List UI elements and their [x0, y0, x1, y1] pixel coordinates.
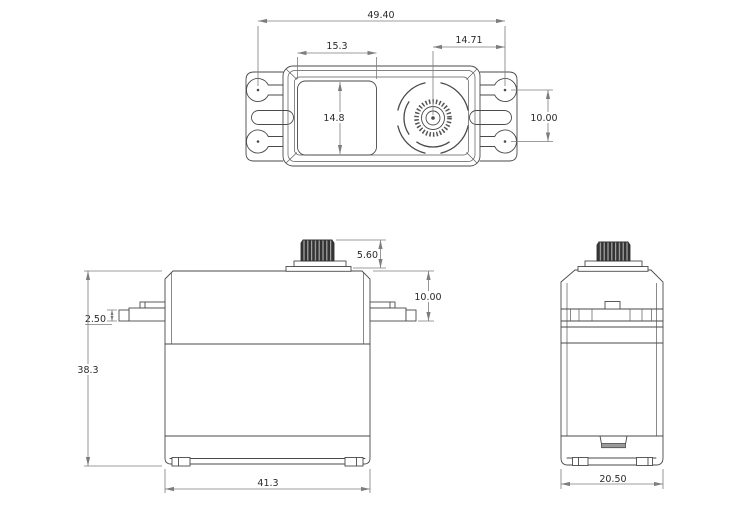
dim-label-mounting-span: 49.40	[367, 10, 394, 21]
side-latch-bar	[601, 443, 626, 449]
front-foot-left	[171, 457, 191, 467]
front-body-inner-walls	[171, 272, 364, 344]
front-view-dimensions: 5.60 10.00 2.50 38.3 41.3	[74, 239, 445, 493]
ext-49-40	[257, 26, 506, 86]
dim-label-shaft-to-hole: 14.71	[455, 35, 482, 46]
top-left-hole-center-lower	[256, 140, 260, 143]
dim-label-body-depth: 20.50	[599, 474, 626, 485]
shaft-inner-arcs	[403, 101, 450, 148]
side-tab-band	[560, 301, 664, 322]
dim-label-tab-thickness: 2.50	[85, 314, 106, 325]
top-left-tab-slot	[251, 110, 294, 125]
front-view: 5.60 10.00 2.50 38.3 41.3	[74, 239, 445, 493]
side-body-outline	[560, 269, 664, 466]
top-window	[297, 80, 377, 156]
shaft-outer-arcs	[397, 82, 469, 154]
dim-label-bg	[528, 112, 561, 123]
side-foot-right	[636, 457, 653, 466]
side-case-seams	[560, 326, 664, 459]
dim-label-window-height: 14.8	[323, 113, 344, 124]
front-feet	[171, 457, 364, 467]
side-tab-band-dividers	[570, 309, 652, 321]
front-right-tab-tip	[405, 309, 417, 322]
front-left-tab-tip	[118, 309, 130, 322]
top-left-tab-hole-lower	[245, 129, 284, 154]
top-body-mid	[287, 70, 476, 162]
dim-label-bg	[318, 112, 349, 123]
front-right-tab	[369, 301, 417, 322]
top-left-tab-outline	[245, 71, 284, 162]
dim-label-body-width: 41.3	[257, 478, 278, 489]
top-body-outer	[282, 65, 481, 167]
side-bottom-latch	[599, 435, 628, 449]
side-flange-upper	[584, 260, 643, 267]
top-right-tab-slot	[469, 110, 512, 125]
top-right-hole-center-lower	[503, 140, 507, 143]
dim-label-body-height: 38.3	[77, 365, 98, 376]
side-view: 20.50	[560, 241, 664, 489]
top-view: 49.40 15.3 14.71 14.8 10.00	[245, 10, 561, 167]
top-right-hole-center-upper	[503, 88, 507, 92]
front-left-tab-bar	[128, 307, 166, 322]
side-feet	[572, 457, 653, 466]
front-body-outline	[164, 270, 371, 465]
shaft-center-dot	[431, 116, 435, 120]
dim-label-bg	[74, 364, 102, 375]
ext-10-00-front	[373, 270, 434, 322]
dim-label-window-width: 15.3	[326, 41, 347, 52]
front-flange-upper	[293, 260, 347, 267]
front-case-seams	[164, 343, 371, 459]
front-left-tab-step	[139, 301, 166, 309]
side-foot-left	[572, 457, 589, 466]
dim-label-bg	[411, 291, 445, 302]
top-body-inner	[294, 76, 469, 156]
side-view-dimensions: 20.50	[560, 469, 664, 489]
dim-label-bg	[597, 473, 629, 483]
side-body-inner-walls	[566, 283, 657, 436]
ext-15-3	[297, 57, 377, 79]
side-tab-notch	[604, 301, 621, 310]
top-right-tab-outline	[479, 71, 518, 162]
top-left-tab-hole-upper	[245, 78, 284, 102]
front-spline-shaft	[300, 239, 335, 262]
side-spline-shaft	[596, 241, 631, 262]
side-flange-lower	[577, 266, 649, 272]
dim-label-hole-pitch: 10.00	[530, 113, 557, 124]
side-latch-outline	[599, 435, 628, 445]
front-flange-lower	[285, 266, 352, 272]
front-right-tab-bar	[369, 307, 407, 322]
dim-label-top-to-tab: 10.00	[414, 292, 441, 303]
side-tab-band-edges	[560, 308, 664, 322]
top-view-dimensions: 49.40 15.3 14.71 14.8 10.00	[257, 10, 561, 154]
top-body-corner-bevels	[285, 68, 478, 164]
front-right-tab-step	[369, 301, 396, 309]
dim-label-shaft-height: 5.60	[357, 250, 378, 261]
front-foot-right	[344, 457, 364, 467]
ext-38-3	[84, 270, 162, 467]
front-left-tab	[118, 301, 166, 322]
top-left-hole-center-upper	[256, 88, 260, 92]
